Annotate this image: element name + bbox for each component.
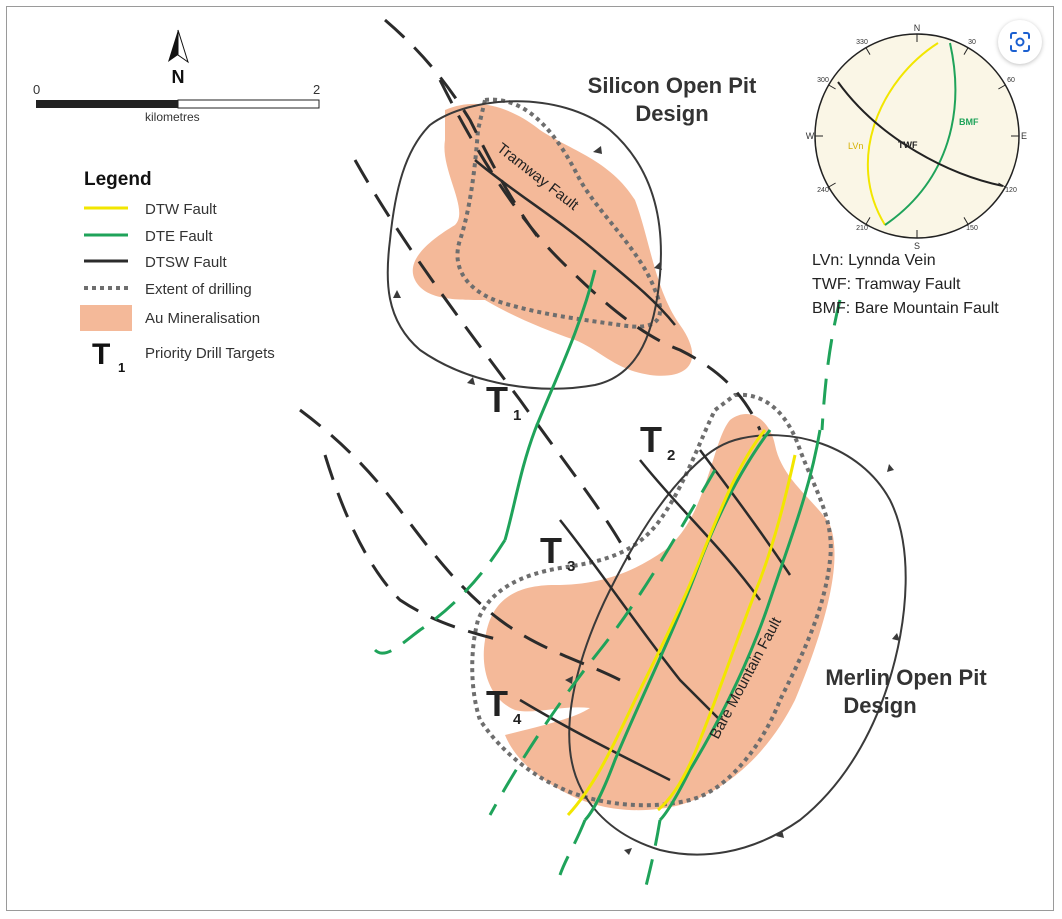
merlin-mineralisation [483,414,835,811]
silicon-pit-outline [386,100,662,390]
legend: Legend DTW Fault DTE Fault DTSW Fault Ex… [70,155,325,375]
dte-faults [503,269,822,822]
target-t2-letter: T [640,419,662,460]
target-t2-sub: 2 [667,447,675,464]
abbrev-lvn: LVn: Lynnda Vein [812,252,936,269]
stereo-60: 60 [1007,77,1015,84]
abbrev-twf: TWF: Tramway Fault [812,276,961,293]
scale-bar: 0 2 kilometres [33,82,320,124]
target-t1-sub: 1 [513,407,521,424]
stereo-120: 120 [1005,187,1017,194]
drill-targets: T 1 T 2 T 3 T 4 [486,379,675,728]
stereo-300: 300 [817,77,829,84]
stereo-s: S [914,241,920,251]
stereo-n: N [914,23,921,33]
stereo-330: 330 [856,39,868,46]
bmf-great-circle [884,42,957,226]
dtsw-dashed-faults [299,18,762,682]
target-t4-letter: T [486,683,508,724]
stereo-30: 30 [968,39,976,46]
stereo-150: 150 [966,225,978,232]
legend-drilling: Extent of drilling [145,281,252,298]
stereonet-ticks [815,34,1019,238]
target-t1-letter: T [486,379,508,420]
silicon-mineralisation [412,103,693,376]
stereo-240: 240 [817,187,829,194]
legend-mineralisation: Au Mineralisation [145,310,260,327]
target-t3-sub: 3 [567,558,575,575]
merlin-drilling-extent [470,392,833,808]
stereo-210: 210 [856,225,868,232]
lvn-great-circle [866,42,939,226]
scale-end: 2 [313,82,320,97]
legend-target-symbol: T [92,338,110,371]
scale-start: 0 [33,82,40,97]
legend-target-sub: 1 [118,360,125,375]
dte-dashed-faults [373,299,842,891]
target-t4-sub: 4 [513,711,522,728]
dtsw-solid-faults [474,159,792,782]
target-t3-letter: T [540,530,562,571]
stereo-bmf: BMF [959,117,979,127]
abbreviation-key: LVn: Lynnda Vein TWF: Tramway Fault BMF:… [812,252,999,317]
stereo-e: E [1021,131,1027,141]
legend-dte: DTE Fault [145,228,213,245]
twf-great-circle [837,81,1004,187]
merlin-title-1: Merlin Open Pit [825,665,987,690]
lens-icon [1010,32,1030,52]
merlin-title-2: Design [843,693,916,718]
north-arrow-icon: N [168,29,189,86]
pit-outline-ticks [393,146,900,855]
silicon-title-2: Design [635,101,708,126]
lens-button[interactable] [998,20,1042,64]
north-letter: N [172,66,185,86]
legend-dtsw: DTSW Fault [145,254,228,271]
stereo-lvn: LVn [848,141,863,151]
stereo-twf: TWF [898,140,918,150]
stereonet: N S E W 30 60 120 150 210 240 300 330 LV… [806,23,1027,251]
stereo-w: W [806,131,815,141]
map-frame [6,6,1054,911]
dtw-faults [566,429,797,817]
legend-dtw: DTW Fault [145,201,218,218]
legend-title: Legend [84,169,152,190]
scale-unit: kilometres [145,110,200,124]
abbrev-bmf: BMF: Bare Mountain Fault [812,300,999,317]
merlin-pit-outline [568,434,907,856]
legend-targets: Priority Drill Targets [145,345,275,362]
silicon-title-1: Silicon Open Pit [588,73,757,98]
